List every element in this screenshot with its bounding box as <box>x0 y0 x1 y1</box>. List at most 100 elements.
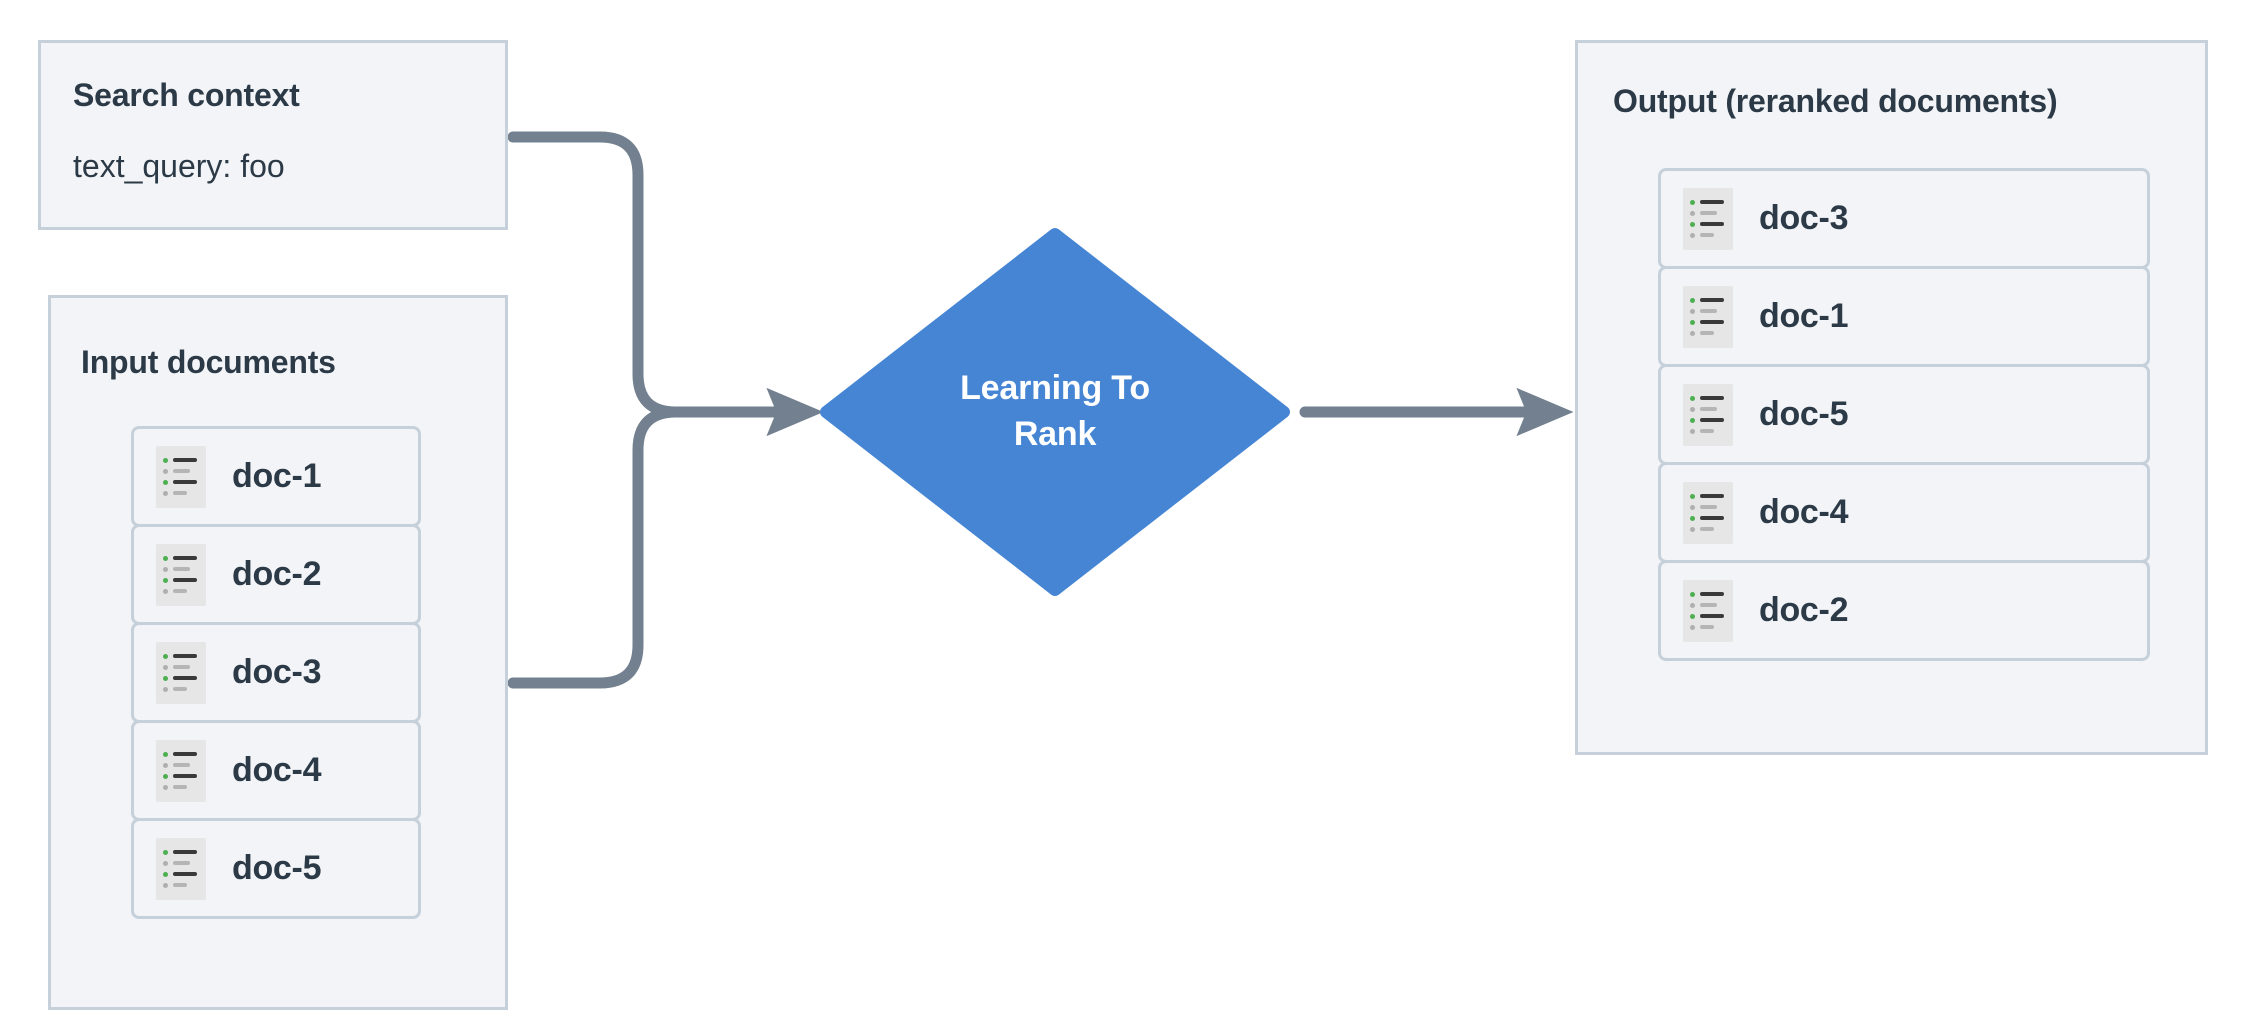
document-list-icon-row <box>163 490 199 496</box>
learning-to-rank-node[interactable]: Learning To Rank <box>820 228 1290 596</box>
document-list-icon-bullet <box>163 555 168 561</box>
document-list-icon-row <box>1690 210 1726 216</box>
document-list-icon-bullet <box>163 784 168 790</box>
document-list-icon-line <box>173 883 187 887</box>
document-list-icon-bullet <box>1690 591 1695 597</box>
document-list-icon-row <box>1690 199 1726 205</box>
doc-card[interactable]: doc-5 <box>1658 364 2150 465</box>
doc-card-label: doc-5 <box>232 849 322 887</box>
document-list-icon-bullet <box>1690 395 1695 401</box>
document-list-icon <box>156 739 206 802</box>
doc-card[interactable]: doc-4 <box>131 720 421 821</box>
document-list-icon-bullet <box>1690 504 1695 510</box>
document-list-icon-bullet <box>163 479 168 485</box>
document-list-icon-row <box>163 773 199 779</box>
document-list-icon-line <box>1700 527 1714 531</box>
document-list-icon-line <box>1700 592 1724 596</box>
document-list-icon-line <box>173 480 197 484</box>
document-list-icon-row <box>163 588 199 594</box>
document-list-icon-bullet <box>1690 319 1695 325</box>
document-list-icon-row <box>1690 493 1726 499</box>
doc-card-label: doc-3 <box>232 653 322 691</box>
document-list-icon-line <box>1700 494 1724 498</box>
document-list-icon-line <box>1700 320 1724 324</box>
document-list-icon-bullet <box>163 849 168 855</box>
document-list-icon-line <box>173 785 187 789</box>
doc-card[interactable]: doc-5 <box>131 818 421 919</box>
document-list-icon-row <box>163 871 199 877</box>
document-list-icon-row <box>1690 602 1726 608</box>
document-list-icon-bullet <box>1690 613 1695 619</box>
document-list-icon-bullet <box>163 664 168 670</box>
document-list-icon-bullet <box>163 860 168 866</box>
document-list-icon-bullet <box>163 577 168 583</box>
document-list-icon <box>156 641 206 704</box>
document-list-icon-line <box>1700 331 1714 335</box>
document-list-icon-line <box>173 458 197 462</box>
connector-search-context-to-ltr <box>507 131 682 418</box>
document-list-icon-line <box>1700 505 1717 509</box>
document-list-icon-row <box>163 882 199 888</box>
document-list-icon-bullet <box>163 490 168 496</box>
doc-card-label: doc-3 <box>1759 199 1849 237</box>
doc-card[interactable]: doc-2 <box>1658 560 2150 661</box>
document-list-icon-line <box>1700 222 1724 226</box>
document-list-icon-bullet <box>1690 515 1695 521</box>
document-list-icon-line <box>1700 233 1714 237</box>
document-list-icon-bullet <box>163 751 168 757</box>
document-list-icon-row <box>1690 515 1726 521</box>
document-list-icon-bullet <box>163 653 168 659</box>
document-list-icon-line <box>1700 418 1724 422</box>
document-list-icon-bullet <box>1690 232 1695 238</box>
document-list-icon-line <box>1700 429 1714 433</box>
document-list-icon-line <box>173 861 190 865</box>
document-list-icon-line <box>1700 211 1717 215</box>
document-list-icon <box>156 543 206 606</box>
document-list-icon-bullet <box>1690 526 1695 532</box>
document-list-icon-row <box>163 566 199 572</box>
document-list-icon-row <box>163 577 199 583</box>
doc-card[interactable]: doc-3 <box>131 622 421 723</box>
document-list-icon-line <box>173 752 197 756</box>
document-list-icon-row <box>1690 526 1726 532</box>
document-list-icon-line <box>173 578 197 582</box>
doc-card[interactable]: doc-3 <box>1658 168 2150 269</box>
document-list-icon-row <box>1690 591 1726 597</box>
doc-card[interactable]: doc-1 <box>1658 266 2150 367</box>
document-list-icon-row <box>1690 613 1726 619</box>
document-list-icon-bullet <box>163 773 168 779</box>
document-list-icon-line <box>173 676 197 680</box>
document-list-icon-bullet <box>1690 624 1695 630</box>
doc-card[interactable]: doc-1 <box>131 426 421 527</box>
doc-card[interactable]: doc-4 <box>1658 462 2150 563</box>
document-list-icon-row <box>163 860 199 866</box>
document-list-icon-line <box>1700 309 1717 313</box>
document-list-icon <box>156 837 206 900</box>
document-list-icon-bullet <box>1690 330 1695 336</box>
document-list-icon-bullet <box>1690 221 1695 227</box>
document-list-icon <box>1683 579 1733 642</box>
document-list-icon-bullet <box>1690 210 1695 216</box>
document-list-icon-line <box>173 469 190 473</box>
document-list-icon-row <box>163 762 199 768</box>
document-list-icon-line <box>173 567 190 571</box>
document-list-icon-bullet <box>163 468 168 474</box>
document-list-icon-row <box>163 457 199 463</box>
document-list-icon-line <box>173 589 187 593</box>
search-context-text-query: text_query: foo <box>73 148 285 184</box>
document-list-icon-line <box>173 763 190 767</box>
document-list-icon-line <box>173 850 197 854</box>
document-list-icon-bullet <box>163 762 168 768</box>
document-list-icon-bullet <box>1690 406 1695 412</box>
document-list-icon-line <box>173 774 197 778</box>
output-title: Output (reranked documents) <box>1613 83 2058 119</box>
document-list-icon-row <box>163 653 199 659</box>
document-list-icon-row <box>163 849 199 855</box>
document-list-icon-row <box>163 664 199 670</box>
search-context-title: Search context <box>73 77 300 113</box>
document-list-icon-bullet <box>163 871 168 877</box>
doc-card[interactable]: doc-2 <box>131 524 421 625</box>
